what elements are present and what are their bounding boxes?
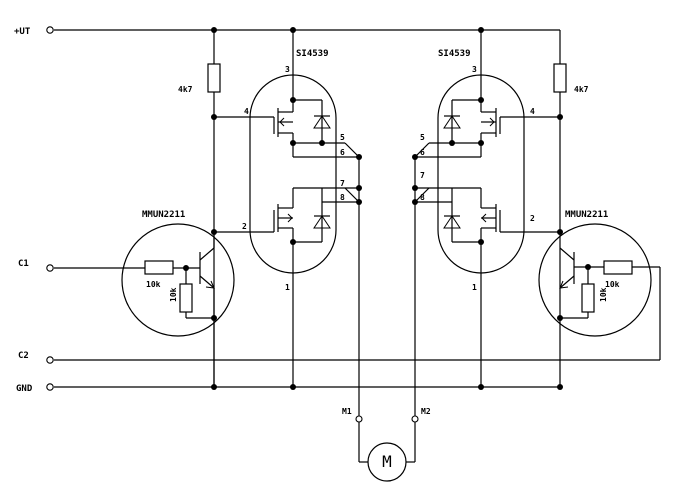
pin4-left: 4 — [244, 107, 249, 116]
resistor-pullup-right — [553, 30, 567, 387]
motor: M — [367, 442, 407, 482]
mosfet-n-right — [415, 187, 501, 387]
pin2-right: 2 — [530, 214, 535, 223]
pin2-left: 2 — [242, 222, 247, 231]
pin7-right: 7 — [420, 171, 425, 180]
res-be-right-label: 10k — [599, 287, 608, 302]
pin5-left: 5 — [340, 133, 345, 142]
pin3-right: 3 — [472, 65, 477, 74]
transistor-right-label: MMUN2211 — [565, 210, 608, 220]
pin8-right: 8 — [420, 193, 425, 202]
gnd-rail — [46, 383, 560, 391]
transistor-right — [559, 247, 633, 319]
pin7-left: 7 — [340, 179, 345, 188]
pin1-right: 1 — [472, 283, 477, 292]
res-base-right-label: 10k — [605, 280, 620, 289]
transistor-outline-right — [538, 223, 652, 337]
transistor-left-label: MMUN2211 — [142, 210, 185, 220]
wire-pin7-8-left — [344, 187, 360, 203]
pin1-left: 1 — [285, 283, 290, 292]
m1-label: M1 — [342, 407, 352, 416]
transistor-left — [144, 232, 215, 387]
mosfet-p-left — [273, 99, 331, 143]
c2-rail — [46, 266, 661, 364]
ic-left-label: SI4539 — [296, 49, 329, 59]
c1-line — [46, 264, 145, 272]
pin6-right: 6 — [420, 148, 425, 157]
motor-label: M — [382, 452, 392, 471]
res-base-left-label: 10k — [146, 280, 161, 289]
wire-pin7-8-right — [414, 187, 430, 203]
junction-dots — [183, 27, 591, 390]
gnd-label: GND — [16, 384, 33, 394]
m2-label: M2 — [421, 407, 431, 416]
transistor-outline-left — [121, 223, 235, 337]
vcc-label: +UT — [14, 27, 31, 37]
ic-right-label: SI4539 — [438, 49, 471, 59]
pin4-right: 4 — [530, 107, 535, 116]
pin3-left: 3 — [285, 65, 290, 74]
c2-label: C2 — [18, 351, 29, 361]
resistor-pullup-right-label: 4k7 — [574, 85, 589, 94]
pin6-left: 6 — [340, 148, 345, 157]
pin5-right: 5 — [420, 133, 425, 142]
pin8-left: 8 — [340, 193, 345, 202]
vcc-rail — [46, 26, 560, 34]
resistor-pullup-left-label: 4k7 — [178, 85, 193, 94]
mosfet-p-right — [443, 99, 501, 143]
res-be-left-label: 10k — [169, 287, 178, 302]
c1-label: C1 — [18, 259, 29, 269]
